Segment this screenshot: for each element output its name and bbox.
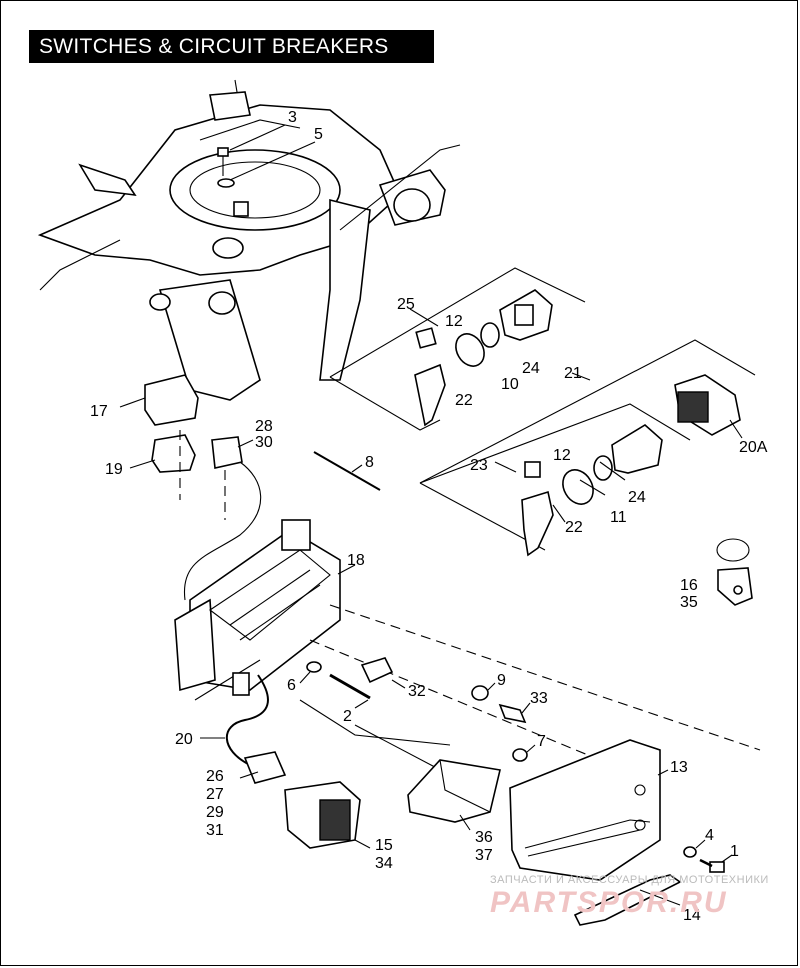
callout-31: 31 — [206, 822, 224, 839]
cover-36 — [407, 759, 501, 831]
breaker-panel-18 — [174, 519, 356, 701]
callout-1: 1 — [730, 843, 739, 860]
washer-4 — [683, 846, 697, 858]
callout-28: 28 — [255, 418, 273, 435]
key-tag — [716, 538, 753, 606]
fitting — [233, 201, 249, 217]
callout-33: 33 — [530, 690, 548, 707]
callout-12a: 12 — [445, 313, 463, 330]
switch-group-23 — [419, 403, 691, 557]
callout-19: 19 — [105, 461, 123, 478]
page-title: SWITCHES & CIRCUIT BREAKERS — [29, 30, 434, 63]
callout-14: 14 — [683, 907, 701, 924]
callout-3: 3 — [288, 109, 297, 126]
callout-36: 36 — [475, 829, 493, 846]
watermark-logo: PARTSPOR.RU — [490, 886, 728, 919]
fuse-32 — [360, 657, 406, 689]
washer-6 — [306, 661, 322, 673]
screw-1 — [699, 854, 733, 873]
callout-12b: 12 — [553, 447, 571, 464]
switch-group-25 — [329, 267, 586, 431]
callout-27: 27 — [206, 786, 224, 803]
callout-29: 29 — [206, 804, 224, 821]
callout-23: 23 — [470, 457, 488, 474]
grommet-33 — [498, 703, 527, 724]
frame-assembly — [37, 79, 461, 401]
callout-24a: 24 — [522, 360, 540, 377]
nut-9 — [471, 685, 489, 701]
callout-30: 30 — [255, 434, 273, 451]
callout-10: 10 — [501, 376, 519, 393]
callout-22a: 22 — [455, 392, 473, 409]
watermark-tagline: ЗАПЧАСТИ И АКСЕССУАРЫ ДЛЯ МОТОТЕХНИКИ — [490, 874, 769, 886]
callout-21: 21 — [564, 365, 582, 382]
callout-22b: 22 — [565, 519, 583, 536]
callout-24b: 24 — [628, 489, 646, 506]
connector-17 — [119, 374, 199, 426]
callout-11: 11 — [610, 509, 627, 526]
trim-14 — [573, 874, 682, 926]
callout-7: 7 — [537, 733, 546, 750]
bolt-3 — [217, 147, 229, 176]
callout-4: 4 — [705, 827, 714, 844]
callout-34: 34 — [375, 855, 393, 872]
callout-8: 8 — [365, 454, 374, 471]
callout-16: 16 — [680, 577, 698, 594]
callout-26: 26 — [206, 768, 224, 785]
callout-15: 15 — [375, 837, 393, 854]
screw-2 — [329, 673, 371, 709]
nut-7 — [512, 748, 528, 762]
harness-20 — [200, 674, 269, 766]
callout-37: 37 — [475, 847, 493, 864]
callout-2: 2 — [343, 708, 352, 725]
callout-20: 20 — [175, 731, 193, 748]
connector-19 — [129, 430, 196, 500]
callout-17: 17 — [90, 403, 108, 420]
screw-8 — [313, 451, 381, 491]
connector-28 — [183, 436, 262, 601]
callout-9: 9 — [497, 672, 506, 689]
connector-26 — [239, 751, 287, 784]
callout-18: 18 — [347, 552, 365, 569]
washer-5 — [217, 178, 235, 188]
callout-5: 5 — [314, 126, 323, 143]
cover-13 — [509, 739, 669, 881]
callout-25: 25 — [397, 296, 415, 313]
callout-20A: 20A — [739, 439, 768, 456]
relay-15 — [284, 781, 371, 849]
callout-13: 13 — [670, 759, 688, 776]
callout-32: 32 — [408, 683, 426, 700]
callout-6: 6 — [287, 677, 296, 694]
callout-35: 35 — [680, 594, 698, 611]
switch-group-21 — [419, 339, 756, 484]
